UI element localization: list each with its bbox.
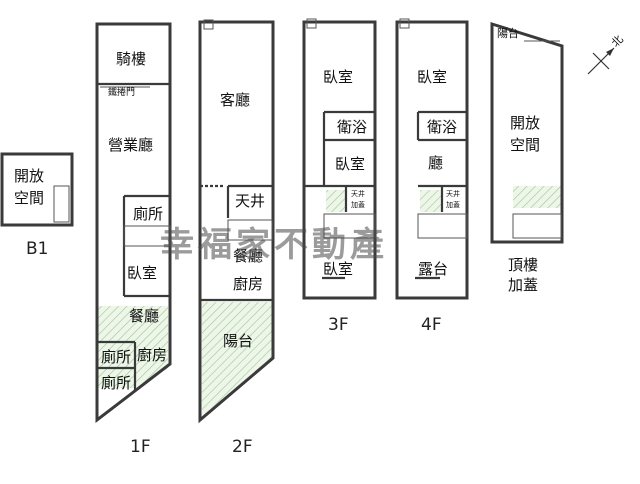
b1-open-space-line2: 空間: [14, 189, 44, 207]
f1-arcade-label: 騎樓: [116, 50, 146, 68]
f1-floor-label: 1F: [130, 437, 151, 457]
f1-outline: [95, 22, 172, 424]
b1-stairs: [53, 185, 70, 223]
f2-dining-label: 餐廳: [233, 247, 263, 265]
roof-open-space-line2: 空間: [510, 136, 540, 154]
f3-bath-label: 衛浴: [337, 118, 367, 136]
f4-bedroom-label: 臥室: [417, 68, 447, 86]
floor-1f: 騎樓 鐵捲門 營業廳 廁所 臥室 餐廳 廁所 廁所 廚房 1F: [95, 22, 172, 457]
roof-floor-label-line1: 頂樓: [508, 256, 538, 274]
floor-4f: 臥室 衛浴 廳 天井 加蓋 露台 4F: [395, 18, 469, 335]
f1-toilet-2-label: 廁所: [101, 348, 131, 366]
b1-open-space-line1: 開放: [14, 167, 44, 185]
f4-window-mark: [399, 18, 410, 29]
f1-toilet-3-label: 廁所: [101, 374, 131, 392]
roof-floor-label-line2: 加蓋: [508, 276, 538, 294]
roof-outline: [490, 21, 564, 244]
f4-floor-label: 4F: [421, 315, 442, 335]
floor-b1: 開放 空間 B1: [0, 152, 74, 259]
f1-toilet-label: 廁所: [133, 205, 163, 223]
f2-balcony-label: 陽台: [223, 332, 253, 350]
f4-hall-label: 廳: [428, 154, 443, 172]
watermark-text: 幸福家不動產: [160, 225, 388, 265]
f3-skylight-label: 天井: [351, 189, 365, 198]
f3-addition-label: 加蓋: [351, 200, 365, 209]
f3-floor-label: 3F: [328, 315, 349, 335]
f1-stairs: [123, 225, 171, 247]
f2-floor-label: 2F: [232, 437, 253, 457]
f2-kitchen-label: 廚房: [233, 275, 263, 293]
f3-window-mark: [306, 18, 317, 29]
f4-stairs: [417, 213, 468, 239]
b1-outline: [0, 152, 74, 227]
f3-bedroom-1-label: 臥室: [323, 68, 353, 86]
f2-stairs: [227, 219, 273, 241]
f1-bedroom-label: 臥室: [127, 264, 157, 282]
f1-dining-label: 餐廳: [129, 307, 159, 325]
f4-outline: [395, 20, 469, 300]
north-compass: 北: [587, 33, 626, 75]
compass-arrow-head: [606, 48, 614, 56]
f4-skylight-hatch: [420, 190, 442, 212]
f2-window-mark: [203, 19, 214, 30]
f4-terrace-label: 露台: [418, 260, 448, 278]
compass-north-label: 北: [609, 33, 626, 50]
f2-living-label: 客廳: [220, 91, 250, 109]
floor-3f: 臥室 衛浴 臥室 天井 加蓋 臥室 3F: [302, 18, 377, 335]
f4-bath-label: 衛浴: [427, 118, 457, 136]
f2-skylight-label: 天井: [235, 192, 265, 210]
floor-roof: 陽台 開放 空間 頂樓 加蓋: [490, 21, 564, 294]
b1-floor-label: B1: [26, 239, 48, 259]
roof-open-space-line1: 開放: [510, 114, 540, 132]
compass-cross-line: [592, 52, 610, 70]
f3-outline: [302, 20, 377, 300]
f4-skylight-label: 天井: [446, 189, 460, 198]
roof-hatch: [513, 186, 561, 208]
roof-stairs: [512, 213, 562, 239]
f3-stairs: [323, 213, 376, 239]
floor-2f: 客廳 天井 餐廳 廚房 陽台 2F: [198, 19, 275, 457]
f4-addition-label: 加蓋: [446, 200, 460, 209]
f3-skylight-hatch: [326, 190, 346, 212]
roof-balcony-label: 陽台: [497, 26, 519, 40]
f3-bedroom-2-label: 臥室: [335, 155, 365, 173]
f1-rolling-door-label: 鐵捲門: [108, 86, 135, 98]
f1-kitchen-label: 廚房: [137, 346, 167, 364]
f2-outline: [198, 20, 275, 424]
f1-business-hall-label: 營業廳: [108, 136, 153, 154]
f2-balcony-hatch: [202, 302, 272, 416]
f3-bedroom-3-label: 臥室: [323, 260, 353, 278]
